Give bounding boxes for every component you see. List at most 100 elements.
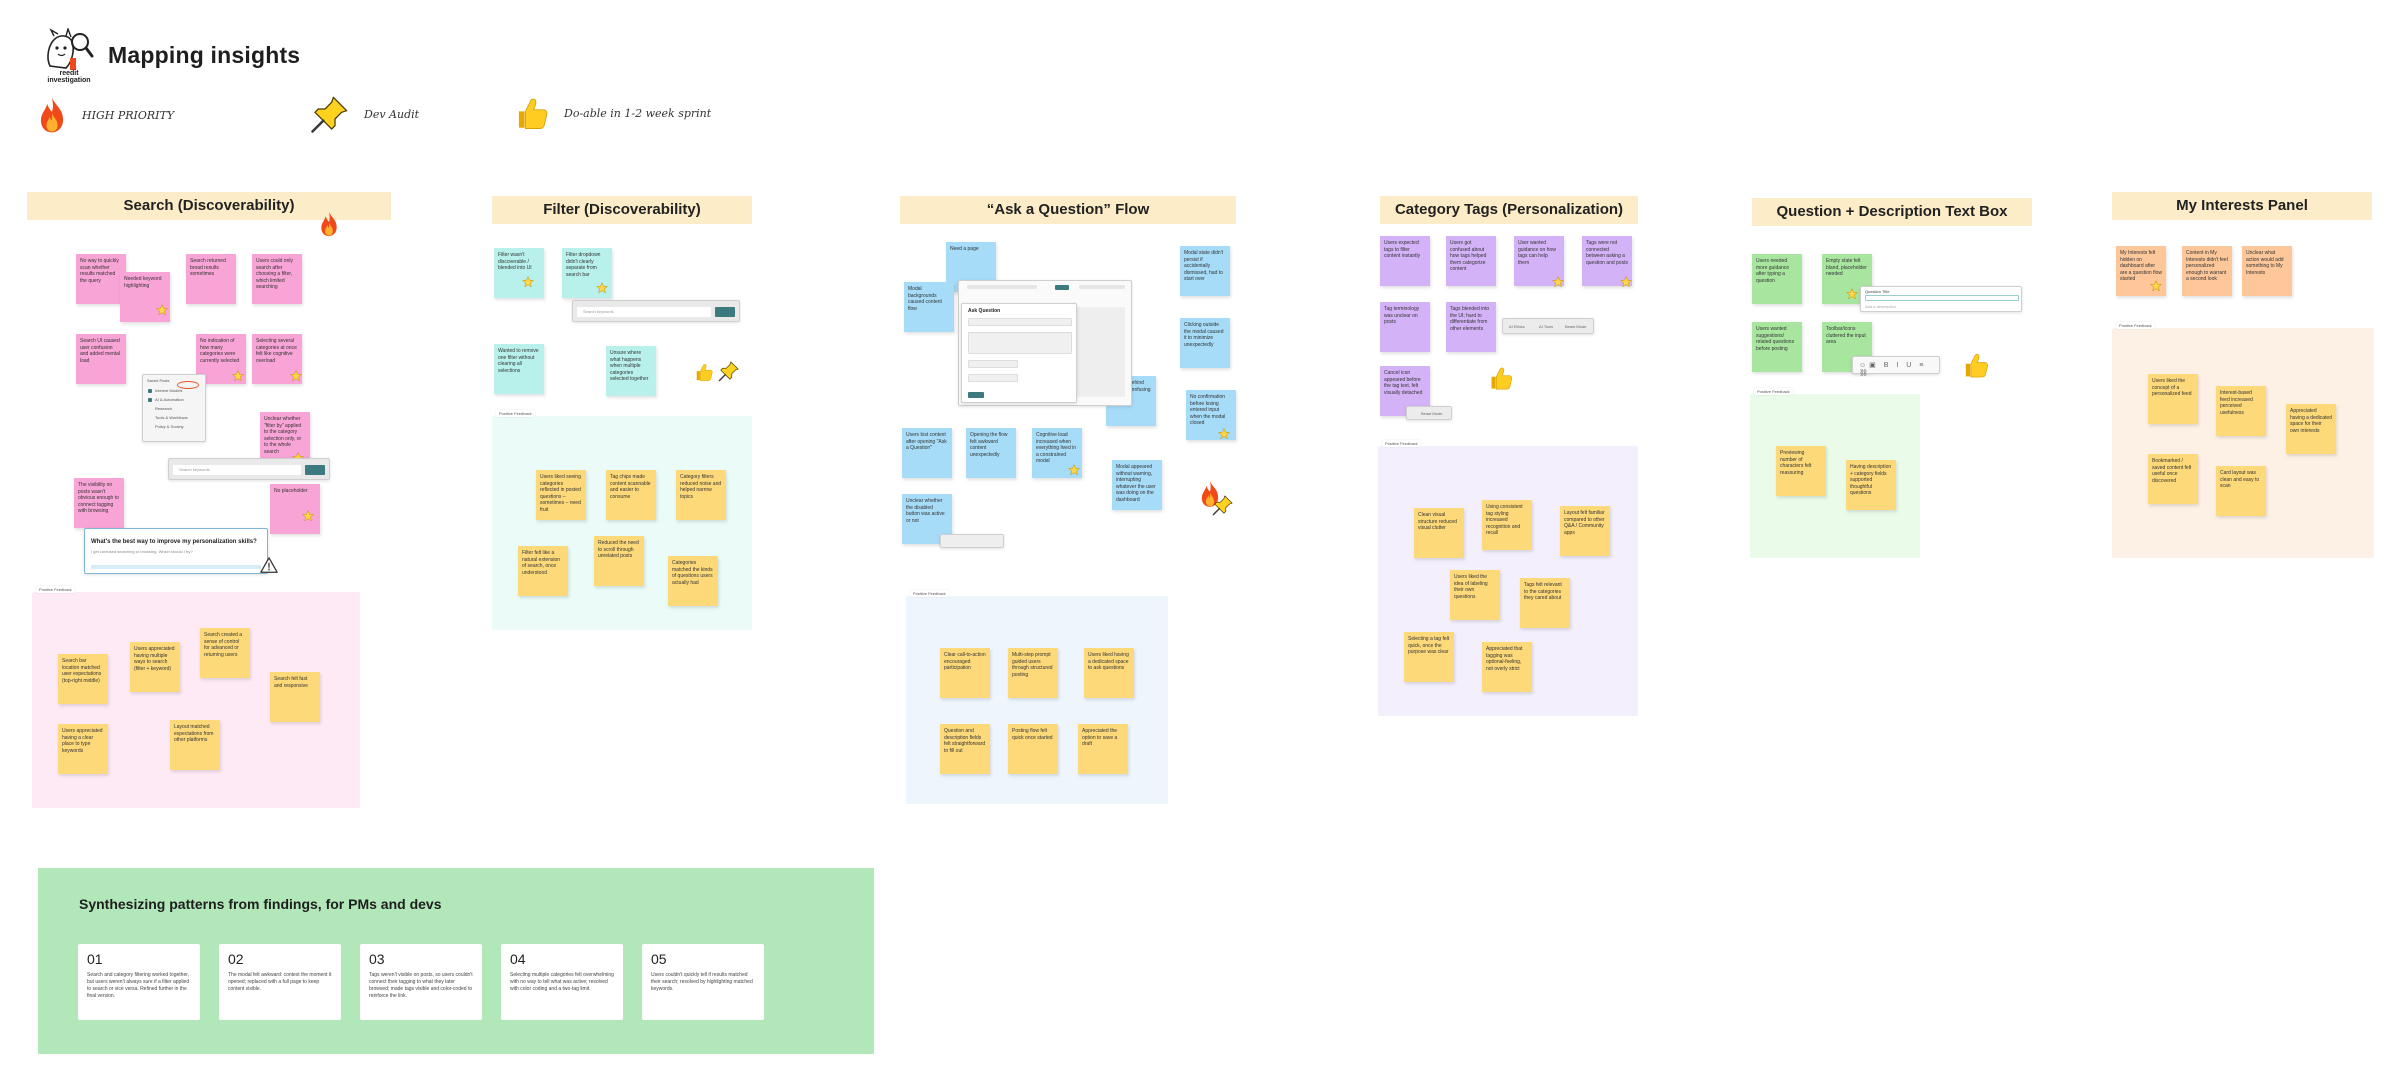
tag-chips-mock: AI Ethics AI Tools Beast Mode [1502,318,1594,334]
feedback-note[interactable]: Appreciated that tagging was optional-fe… [1482,642,1532,692]
legend-sprint: Do-able in 1-2 week sprint [514,94,711,132]
card-number: 04 [510,951,526,967]
sticky-note[interactable]: User wanted guidance on how tags can hel… [1514,236,1564,286]
feedback-note[interactable]: Interest-based feed increased perceived … [2216,386,2266,436]
feedback-note[interactable]: Question and description fields felt str… [940,724,990,774]
synthesis-card[interactable]: 02 The modal felt awkward: context the m… [219,944,341,1020]
feedback-note[interactable]: Users appreciated having multiple ways t… [130,642,180,692]
section-title-filter: Filter (Discoverability) [492,196,752,224]
sticky-note[interactable]: Opening the flow felt awkward content un… [966,428,1016,478]
thumbs-up-icon [1962,350,1990,380]
card-number: 03 [369,951,385,967]
feedback-note[interactable]: Reduced the need to scroll through unrel… [594,536,644,586]
card-number: 02 [228,951,244,967]
feedback-note[interactable]: Previewing number of characters felt rea… [1776,446,1826,496]
checkbox-icon [148,398,152,402]
feedback-note[interactable]: Clear call-to-action encouraged particip… [940,648,990,698]
feedback-note[interactable]: Search felt fast and responsive [270,672,320,722]
sticky-note[interactable]: Clicking outside the modal caused it to … [1180,318,1230,368]
ask-page-mock: Ask Question [958,280,1132,406]
board-title: Mapping insights [108,42,301,68]
category-menu-mock: Saved Posts Interest Models AI & Automat… [142,374,206,442]
feedback-note[interactable]: Layout matched expectations from other p… [170,720,220,770]
feedback-note[interactable]: Selecting a tag felt quick, once the pur… [1404,632,1454,682]
feedback-note[interactable]: Users liked seeing categories reflected … [536,470,586,520]
sticky-note[interactable]: Modal backgrounds caused content flow [904,282,954,332]
tag-chip: Beast Mode [1565,324,1587,329]
tag-chip: AI Tools [1539,324,1554,329]
sticky-note[interactable]: Wanted to remove one filter without clea… [494,344,544,394]
sticky-note[interactable]: Modal appeared without warning, interrup… [1112,460,1162,510]
feedback-note[interactable]: Users liked the concept of a personalize… [2148,374,2198,424]
legend-label: Do-able in 1-2 week sprint [564,106,712,120]
card-number: 05 [651,951,667,967]
feedback-note[interactable]: Appreciated having a dedicated space for… [2286,404,2336,454]
sticky-note[interactable]: Search returned broad results sometimes [186,254,236,304]
sticky-note[interactable]: Users got confused about how tags helped… [1446,236,1496,286]
feedback-tag: Positive Feedback [2116,322,2155,329]
synthesis-card[interactable]: 04 Selecting multiple categories felt ov… [501,944,623,1020]
legend-label: HIGH PRIORITY [82,108,175,122]
sticky-note[interactable]: Unclear whether "filter by" applied to t… [260,412,310,462]
sticky-note[interactable]: Filter wasn't discoverable / blended int… [494,248,544,298]
sticky-note[interactable]: Search UI caused user confusion and adde… [76,334,126,384]
feedback-note[interactable]: Bookmarked / saved content felt useful o… [2148,454,2198,504]
feedback-note[interactable]: Card layout was clean and easy to scan [2216,466,2266,516]
thumbs-up-icon [694,362,714,382]
sticky-note[interactable]: Tags blended into the UI; hard to differ… [1446,302,1496,352]
sticky-note[interactable]: No way to quickly scan whether results m… [76,254,126,304]
synthesis-panel: Synthesizing patterns from findings, for… [38,868,874,1054]
synthesis-card[interactable]: 03 Tags weren't visible on posts, so use… [360,944,482,1020]
feedback-note[interactable]: Users appreciated having a clear place t… [58,724,108,774]
field-label: Question Title [1865,289,1890,294]
sticky-note[interactable]: Tags were not connected between asking a… [1582,236,1632,286]
feedback-note[interactable]: Layout felt familiar compared to other Q… [1560,506,1610,556]
card-body: Search and category filtering worked tog… [87,972,190,999]
menu-item: Interest Models [155,388,183,393]
post-button [968,392,984,398]
feedback-note[interactable]: Multi-step prompt guided users through s… [1008,648,1058,698]
section-title-ask: “Ask a Question” Flow [900,196,1236,224]
feedback-note[interactable]: Using consistent tag styling increased r… [1482,500,1532,550]
sticky-note[interactable]: Tag terminology was unclear on posts [1380,302,1430,352]
sticky-note[interactable]: Unsure where what happens when multiple … [606,346,656,396]
feedback-note[interactable]: Users liked the idea of labeling their o… [1450,570,1500,620]
sticky-note[interactable]: Users expected tags to filter content in… [1380,236,1430,286]
feedback-note[interactable]: Categories matched the kinds of question… [668,556,718,606]
feedback-note[interactable]: Appreciated the option to save a draft [1078,724,1128,774]
feedback-note[interactable]: Posting flow felt quick once started [1008,724,1058,774]
feedback-note[interactable]: Clean visual structure reduced visual cl… [1414,508,1464,558]
sticky-note[interactable]: Users wanted suggestions/ related questi… [1752,322,1802,372]
sticky-note[interactable]: Users needed more guidance after typing … [1752,254,1802,304]
sticky-note[interactable]: Users lost context after opening "Ask a … [902,428,952,478]
sticky-note[interactable]: No confirmation before losing entered in… [1186,390,1236,440]
feedback-note[interactable]: Category filters reduced noise and helpe… [676,470,726,520]
sticky-note[interactable]: My Interests felt hidden on dashboard af… [2116,246,2166,296]
menu-item: Policy & Society [155,424,184,429]
feedback-note[interactable]: Search created a sense of control for ad… [200,628,250,678]
mock-question: What's the best way to improve my person… [91,539,257,545]
sticky-note[interactable]: Needed keyword highlighting [120,272,170,322]
star-icon [522,276,534,288]
sticky-note[interactable]: No placeholder [270,484,320,534]
feedback-note[interactable]: Tag chips made content scannable and eas… [606,470,656,520]
feedback-note[interactable]: Filter felt like a natural extension of … [518,546,568,596]
field-placeholder: Add a description [1865,304,1896,309]
feedback-note[interactable]: Having description + category fields sup… [1846,460,1896,510]
synthesis-card[interactable]: 01 Search and category filtering worked … [78,944,200,1020]
synthesis-card[interactable]: 05 Users couldn't quickly tell if result… [642,944,764,1020]
sticky-note[interactable]: Unclear what action would add something … [2242,246,2292,296]
feedback-tag: Positive Feedback [36,586,75,593]
feedback-note[interactable]: Search bar location matched user expecta… [58,654,108,704]
feedback-note[interactable]: Users liked having a dedicated space to … [1084,648,1134,698]
tag-chip: Beast Mode [1421,411,1443,416]
sticky-note[interactable]: Modal state didn't persist if accidental… [1180,246,1230,296]
feedback-note[interactable]: Tags felt relevant to the categories the… [1520,578,1570,628]
sticky-note[interactable]: The visibility on posts wasn't obvious e… [74,478,124,528]
sticky-note[interactable]: Users could only search after choosing a… [252,254,302,304]
star-icon [290,370,302,382]
sticky-note[interactable]: Content in My Interests didn't feel pers… [2182,246,2232,296]
search-bar-mock: Search keywords [572,300,740,322]
card-body: Selecting multiple categories felt overw… [510,972,614,992]
